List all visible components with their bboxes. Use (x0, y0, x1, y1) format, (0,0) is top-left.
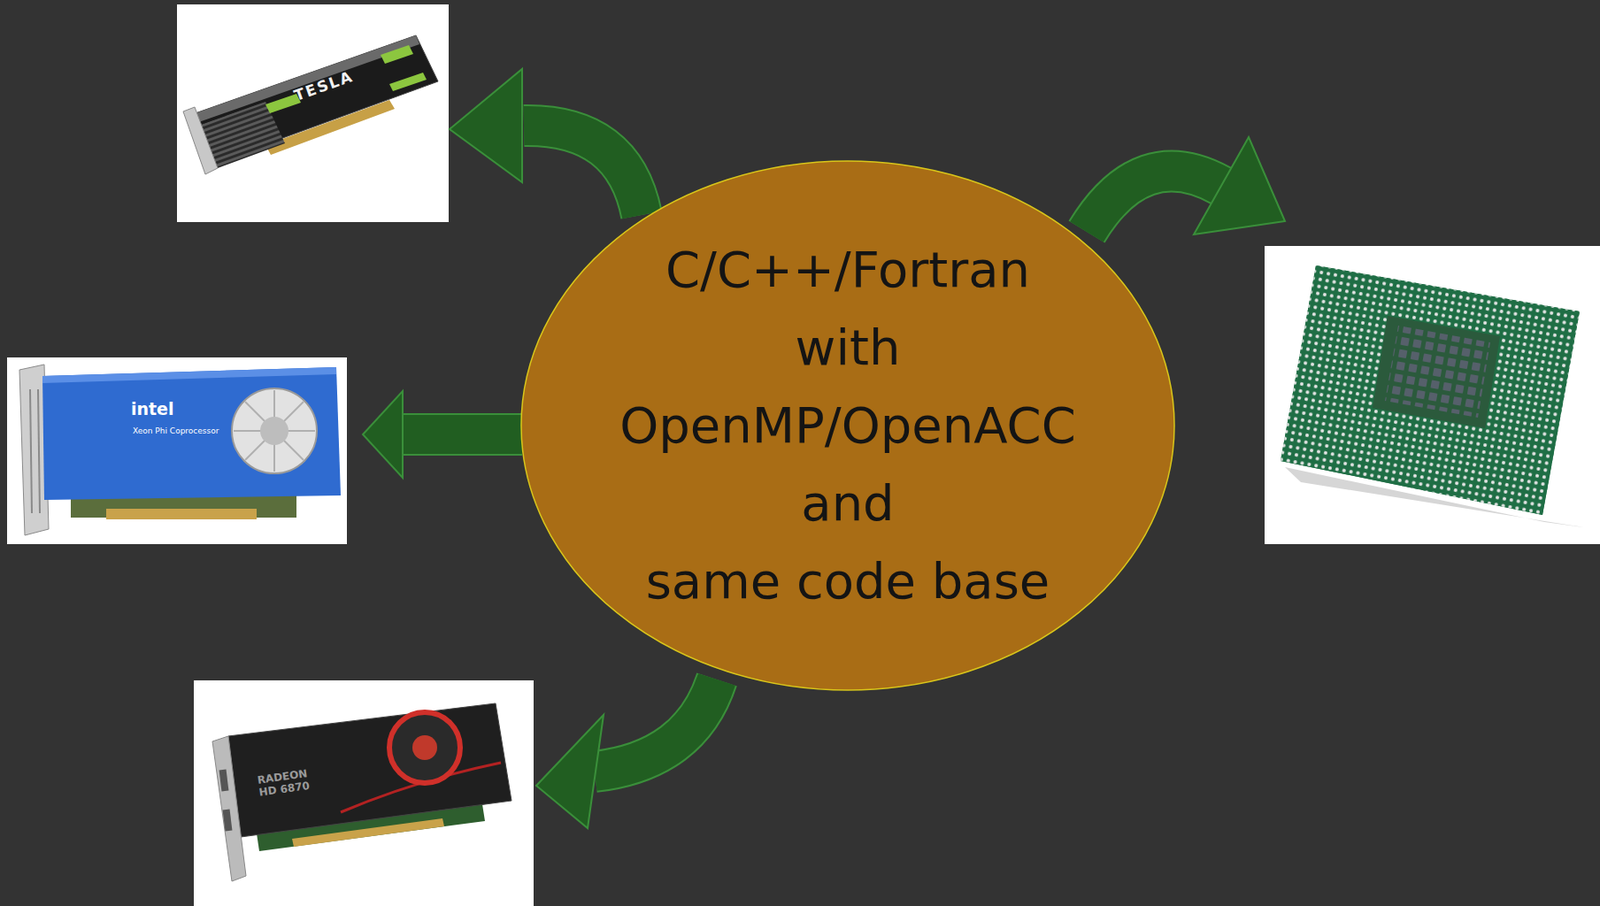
arrow-outline (594, 679, 717, 772)
arrow-body (400, 415, 523, 454)
fan-blade (245, 401, 304, 461)
arrow-body (523, 125, 642, 216)
arrow-head (1193, 137, 1285, 235)
label-holder: intel (130, 400, 175, 420)
card-top-face (190, 35, 420, 124)
cpu-package (1280, 265, 1580, 516)
arrow-outline (400, 413, 523, 456)
gpu-card-body (228, 703, 512, 838)
cpu-die (1384, 325, 1491, 418)
arrow-outline (523, 125, 642, 216)
photo-ground (176, 4, 449, 223)
card-bracket (183, 107, 218, 175)
fan (231, 388, 317, 474)
brand-label: Xeon Phi Coprocessor (132, 426, 219, 436)
fan-hub (260, 416, 289, 446)
label-holder: TESLA (292, 68, 356, 106)
port (219, 769, 230, 793)
ellipse-shape (521, 161, 1175, 691)
gold-fingers (106, 508, 257, 520)
arrow-head (362, 391, 403, 478)
arrow-head (536, 715, 604, 829)
label-holder: Xeon Phi Coprocessor (132, 426, 219, 436)
fan-hub (412, 735, 438, 761)
coprocessor-body (42, 367, 341, 500)
cpu-core-area (1372, 315, 1500, 429)
fan-blade (245, 401, 304, 461)
node-text: C/C++/Fortran with OpenMP/OpenACC and sa… (619, 230, 1077, 621)
arrow-head (449, 69, 523, 183)
port (223, 809, 233, 832)
label-holder: RADEON HD 6870 (256, 766, 324, 800)
green-accent (389, 72, 427, 92)
photo-ground (7, 357, 347, 545)
bracket-slot (30, 389, 32, 514)
arrow-body (594, 679, 717, 772)
photo-ground (193, 680, 534, 906)
brand-label: intel (130, 400, 175, 420)
ellipse-node: C/C++/Fortran with OpenMP/OpenACC and sa… (520, 160, 1176, 692)
card-top-face (42, 367, 337, 384)
brand-label: RADEON HD 6870 (256, 766, 324, 800)
fan (389, 712, 461, 784)
green-accent (380, 45, 414, 64)
card-bracket (212, 736, 247, 882)
photo-ground (1264, 246, 1600, 545)
cpu-pins (1280, 265, 1580, 516)
bracket-slot (38, 389, 40, 514)
brand-label: TESLA (292, 68, 356, 106)
